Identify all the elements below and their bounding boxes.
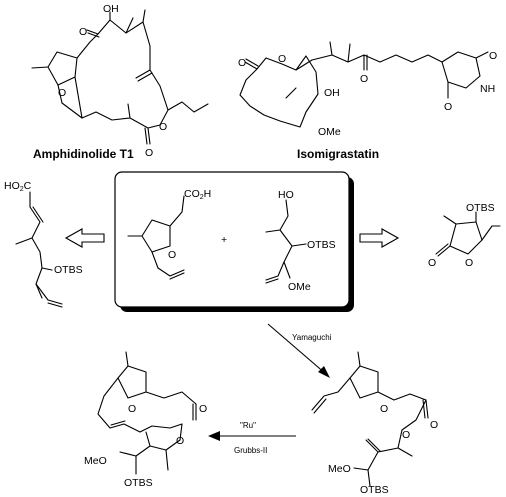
lactone-ring-o-label: O — [465, 257, 473, 269]
rcm-arrow-head — [208, 431, 220, 441]
prod-meo-label: MeO — [84, 455, 107, 467]
grubbs-label: Grubbs-II — [234, 446, 267, 455]
iso-lactone-o-label: O — [278, 53, 286, 65]
acid-otbs-label: OTBS — [54, 264, 83, 276]
prod-carbonyl-o-label: O — [199, 403, 207, 415]
hollow-arrow-right — [359, 228, 400, 248]
int-meo-label: MeO — [328, 463, 351, 475]
isomigrastatin-name: Isomigrastatin — [297, 147, 379, 161]
iso-keto-o-label: O — [360, 73, 368, 85]
hollow-arrow-left — [64, 228, 105, 248]
lactone-carbonyl-o-label: O — [428, 257, 436, 269]
yamaguchi-arrow-head — [318, 366, 330, 378]
acid-ho2c-label: HO2C — [4, 180, 32, 193]
prod-ring-o-label: O — [128, 403, 136, 415]
iso-ester-o-label: O — [238, 57, 246, 69]
right-lactone-fragment: OTBS O O — [428, 202, 501, 269]
isomigrastatin-structure: O O O OH OMe O NH O Isomigrastatin — [238, 41, 497, 161]
amph-ester-o-label: O — [159, 121, 167, 133]
box-co2h-label: CO2H — [184, 188, 211, 201]
ester-intermediate-structure: O O O MeO OTBS — [311, 351, 438, 496]
ru-label: "Ru" — [240, 421, 256, 430]
starting-materials-box: CO2H O + HO OTBS OMe — [114, 171, 354, 312]
int-ester-o-label: O — [402, 429, 410, 441]
amph-keto-o-label: O — [79, 26, 87, 38]
prod-ester-o-label: O — [176, 435, 184, 447]
macrolactone-product-structure: O O O MeO OTBS — [84, 351, 207, 489]
box-otbs-label: OTBS — [307, 239, 336, 251]
int-otbs-label: OTBS — [360, 484, 389, 496]
int-ring-o-label: O — [380, 403, 388, 415]
iso-nh-label: NH — [480, 83, 495, 95]
iso-oh-label: OH — [324, 87, 340, 99]
iso-imide-o-top-label: O — [489, 50, 497, 62]
yamaguchi-arrow-line — [267, 323, 327, 375]
plus-sign: + — [221, 234, 227, 246]
iso-imide-o-bottom-label: O — [444, 101, 452, 113]
left-acid-fragment: HO2C OTBS — [4, 180, 83, 308]
yamaguchi-label: Yamaguchi — [292, 333, 332, 342]
int-carbonyl-o-label: O — [430, 419, 438, 431]
amphidinolide-name: Amphidinolide T1 — [33, 147, 134, 161]
amph-ring-o-label: O — [58, 87, 66, 99]
amphidinolide-t1-structure: OH O O O O Amphidinolide T1 — [31, 3, 209, 161]
amph-carbonyl-o-label: O — [145, 147, 153, 159]
iso-ome-label: OMe — [318, 126, 341, 138]
lactone-otbs-label: OTBS — [466, 202, 495, 214]
box-ho-label: HO — [278, 189, 294, 201]
prod-otbs-label: OTBS — [124, 477, 153, 489]
amph-oh-label: OH — [103, 3, 119, 15]
box-ring-o-label: O — [168, 249, 176, 261]
box-ome-label: OMe — [288, 281, 311, 293]
